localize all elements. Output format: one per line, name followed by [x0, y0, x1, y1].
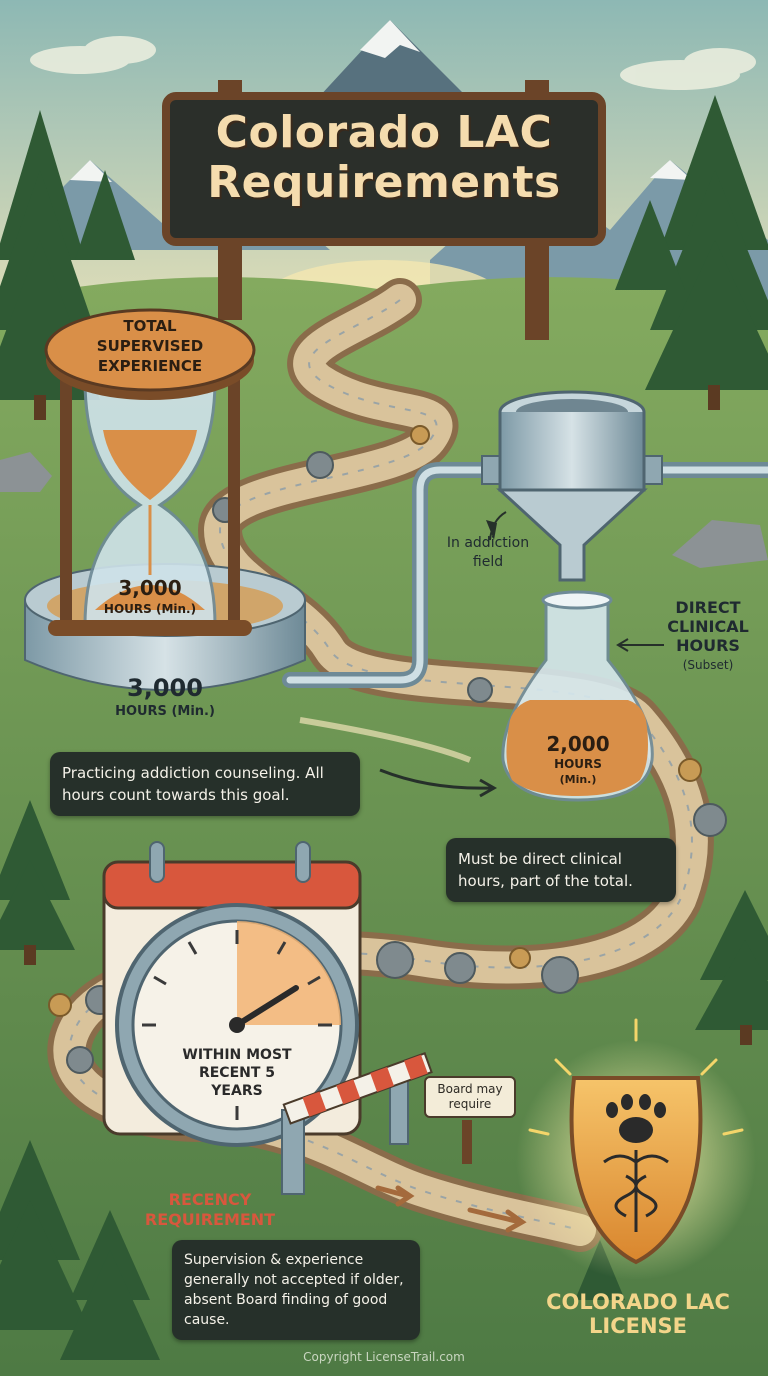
direct-clinical-sub: (Subset): [682, 658, 734, 672]
snow-cap: [360, 20, 420, 58]
hourglass-icon: [44, 308, 256, 636]
barrier-gate-icon: [281, 1052, 433, 1195]
callout-supervision: Supervision & experience generally not a…: [172, 1240, 420, 1340]
callout-direct: Must be direct clinical hours, part of t…: [446, 838, 676, 902]
rock: [0, 452, 52, 492]
base-unit: HOURS (Min.): [115, 704, 215, 719]
flask-unit: HOURS: [554, 757, 602, 771]
license-label: COLORADO LAC LICENSE: [546, 1290, 730, 1338]
rock: [672, 520, 768, 568]
callout-direct-text: Must be direct clinical hours, part of t…: [458, 850, 633, 890]
base-value: 3,000: [127, 674, 203, 702]
pointer-arrow: [379, 768, 493, 790]
hourglass-inner-unit: HOURS (Min.): [103, 602, 197, 616]
direct-clinical-label: DIRECT CLINICAL HOURS: [667, 598, 749, 655]
road-arrows: [375, 1185, 527, 1233]
board-sign: Board may require: [424, 1076, 516, 1118]
recency-requirement-label: RECENCY REQUIREMENT: [144, 1190, 276, 1229]
hourglass-cap-label: TOTAL SUPERVISED EXPERIENCE: [96, 317, 204, 375]
flask-unit-sub: (Min.): [559, 773, 597, 786]
clock-face-text: WITHIN MOST RECENT 5 YEARS: [182, 1047, 292, 1099]
callout-practicing-text: Practicing addiction counseling. All hou…: [62, 764, 324, 804]
filter-funnel-icon: [481, 390, 663, 606]
title-sign-board: [162, 92, 606, 246]
clock-icon: [115, 903, 359, 1147]
filter-note: In addiction field: [446, 535, 530, 570]
clouds: [30, 36, 756, 90]
copyright: Copyright LicenseTrail.com: [303, 1350, 465, 1364]
callout-practicing: Practicing addiction counseling. All hou…: [50, 752, 360, 816]
paw-print-icon: [606, 1094, 666, 1143]
flask-value: 2,000: [546, 732, 610, 756]
hourglass-inner-value: 3,000: [118, 576, 182, 600]
page-title: Colorado LAC Requirements: [207, 107, 561, 208]
callout-supervision-text: Supervision & experience generally not a…: [184, 1252, 404, 1328]
flask-icon: [501, 590, 654, 802]
caduceus-icon: [603, 1150, 669, 1232]
